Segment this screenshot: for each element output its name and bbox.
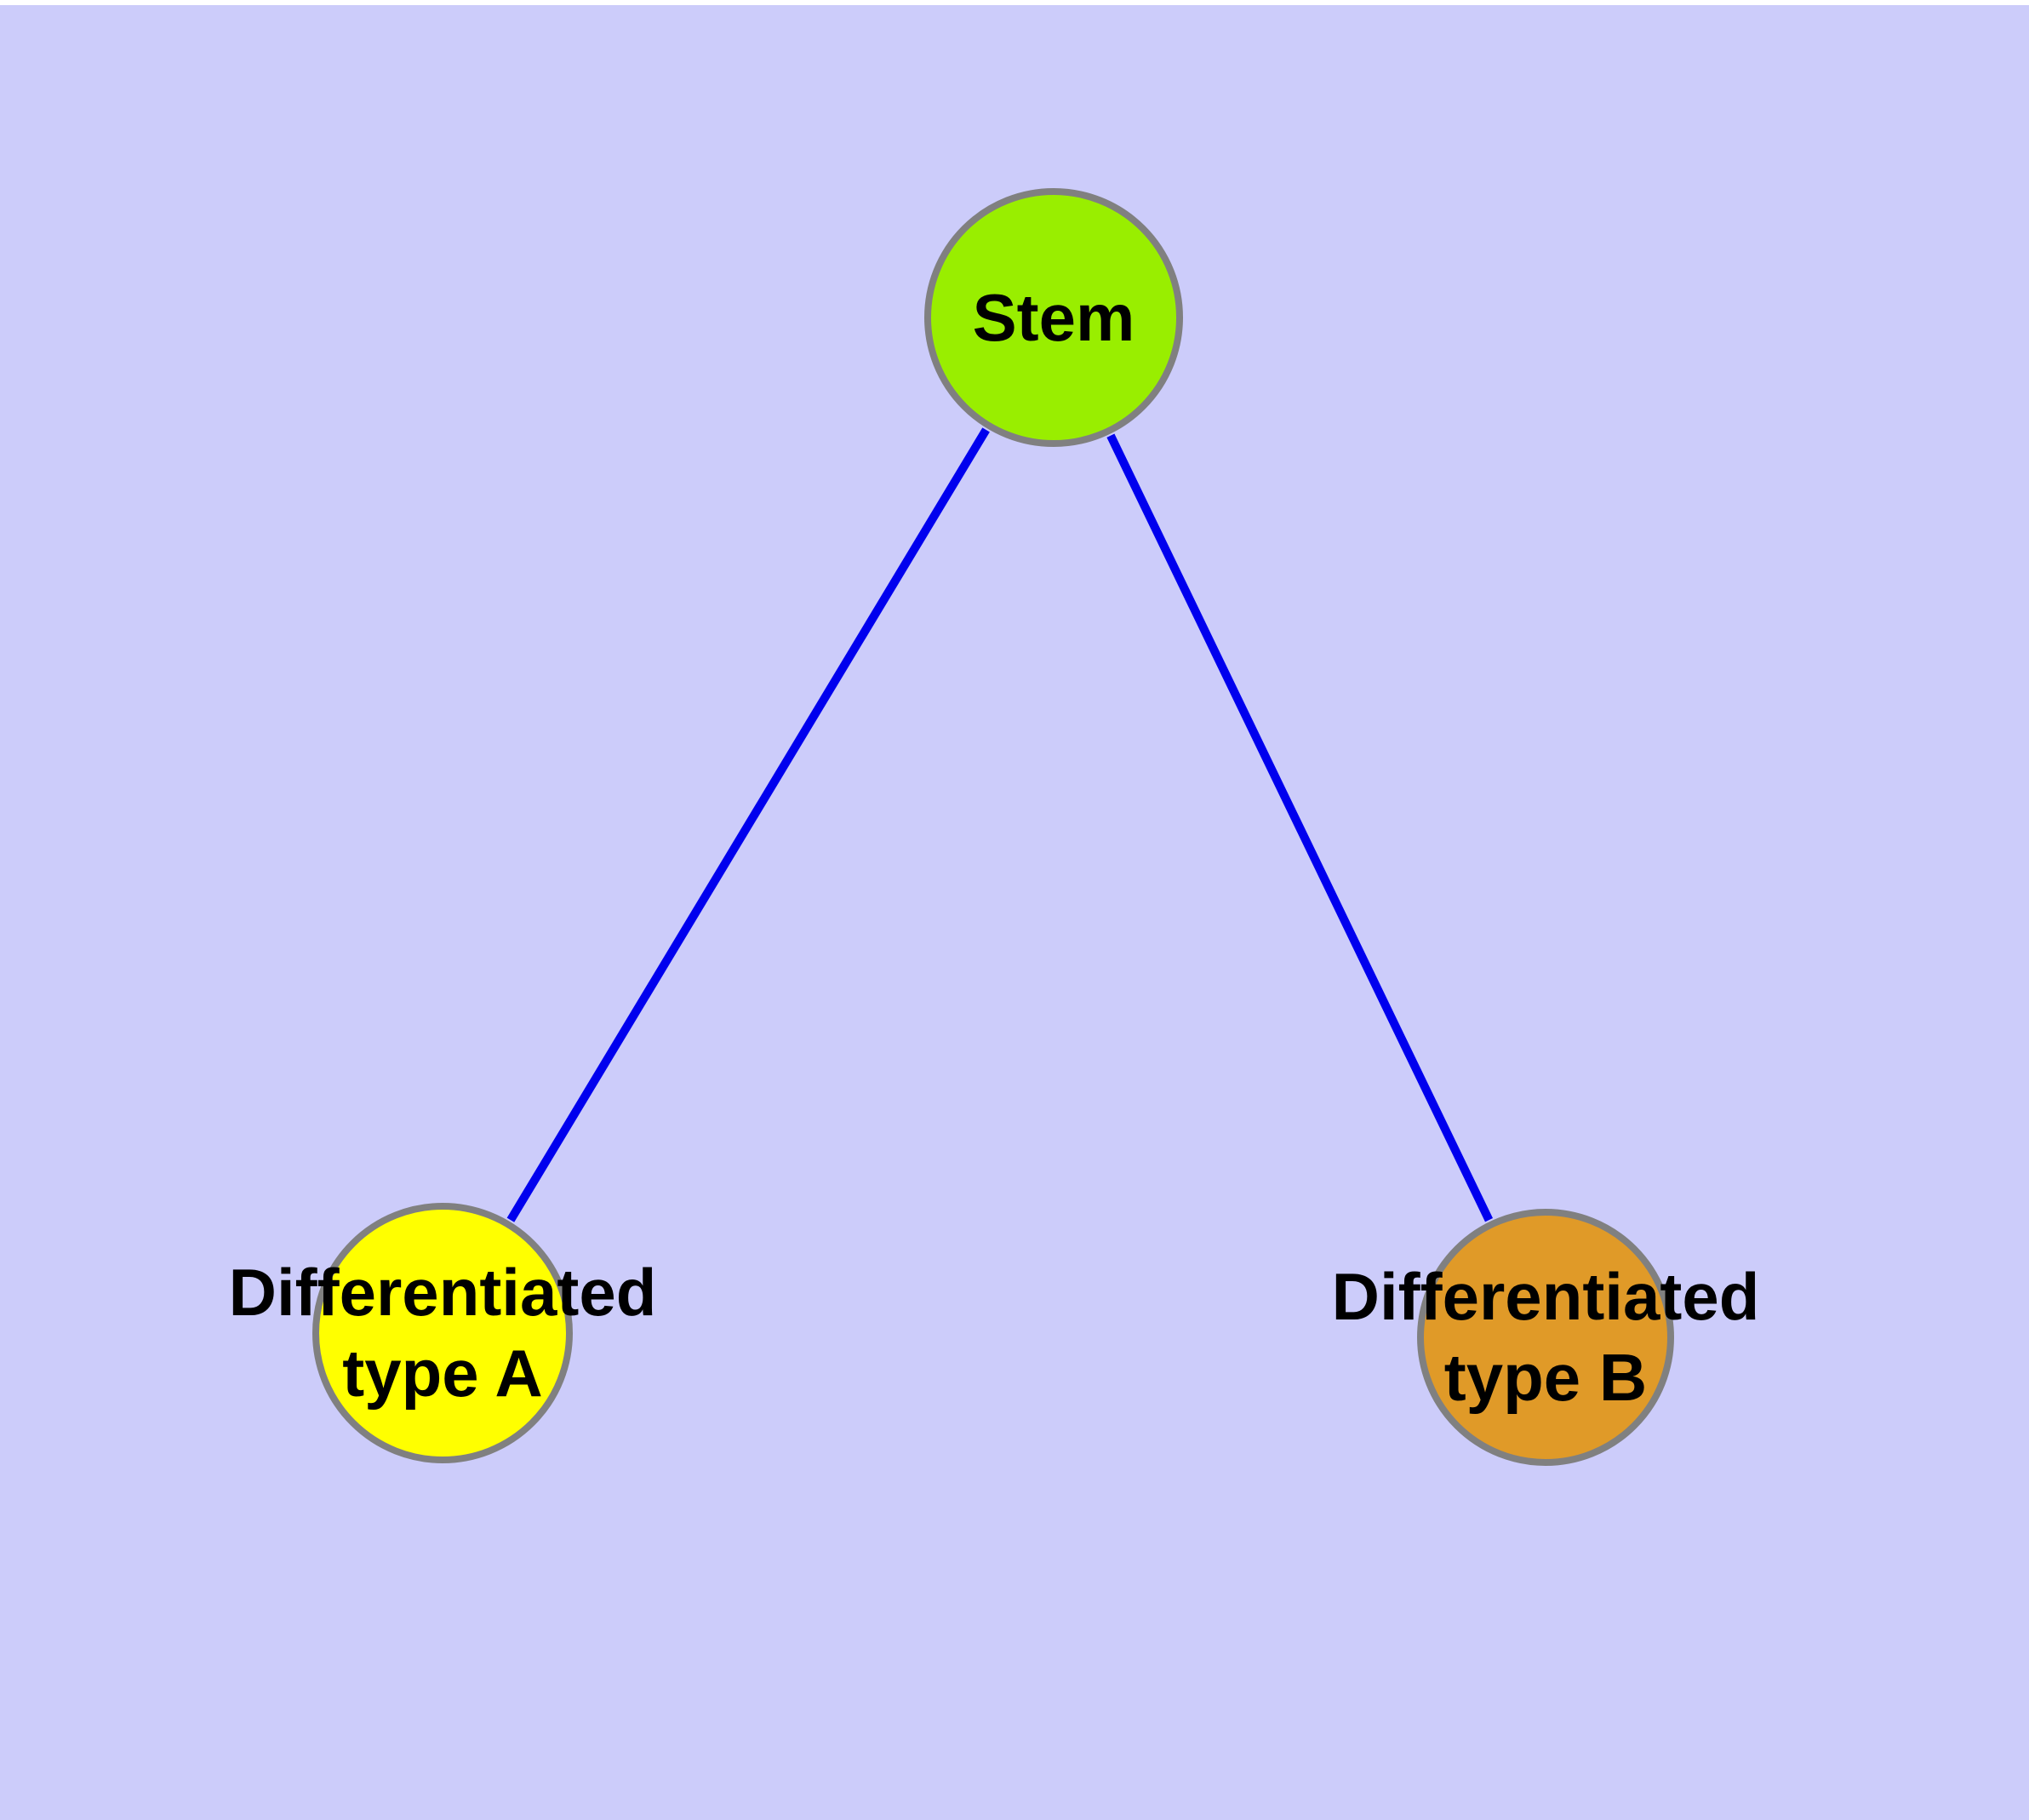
edge-stem-to-differentiated-type-a[interactable] — [506, 427, 990, 1222]
node-differentiated-type-a[interactable] — [312, 1203, 573, 1463]
edge-stem-to-differentiated-type-b[interactable] — [1106, 433, 1494, 1222]
node-stem[interactable] — [924, 188, 1183, 447]
graph-plot-area: Stem Differentiated type A Differentiate… — [0, 5, 2029, 1820]
node-differentiated-type-b[interactable] — [1417, 1209, 1674, 1466]
edge-layer — [506, 427, 1494, 1222]
